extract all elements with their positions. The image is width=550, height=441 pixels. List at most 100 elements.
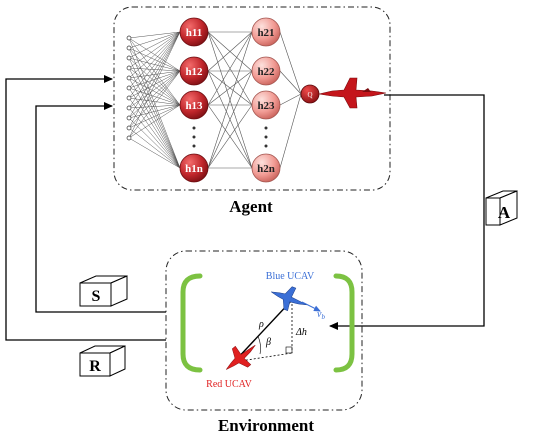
- input-connection: [128, 104, 181, 129]
- input-node: [126, 35, 132, 41]
- input-node: [126, 45, 132, 51]
- input-connection: [128, 47, 181, 106]
- action-box: [485, 190, 518, 226]
- input-connection: [128, 31, 181, 79]
- hidden-node-label: h11: [186, 27, 203, 39]
- input-connection: [128, 104, 181, 139]
- input-node: [126, 65, 132, 71]
- reward-box: [79, 345, 126, 377]
- input-node: [126, 85, 132, 91]
- state-box: [79, 275, 128, 307]
- hidden-node-label: h13: [185, 100, 203, 112]
- hidden-node-h13: h13: [179, 90, 209, 120]
- input-connection: [128, 47, 181, 72]
- input-connection: [128, 31, 181, 99]
- hidden-node-h23: h23: [251, 90, 281, 120]
- red-fighter-jet-icon: [318, 77, 387, 109]
- input-connection: [128, 31, 181, 129]
- left-bracket: [180, 273, 203, 373]
- action-label: A: [498, 203, 511, 222]
- red-fighter-jet-icon: [226, 344, 256, 370]
- input-connection: [128, 57, 181, 72]
- input-connection: [128, 57, 181, 169]
- input-connection: [128, 31, 181, 69]
- input-node: [126, 125, 132, 131]
- rho-symbol: ρ: [258, 319, 264, 330]
- output-connection: [279, 31, 302, 95]
- input-connection: [128, 104, 181, 119]
- velocity-blue-symbol: vb: [317, 309, 325, 321]
- hidden-node-label: h12: [185, 66, 203, 78]
- hidden-node-h21: h21: [251, 17, 281, 47]
- input-connection: [128, 67, 181, 106]
- input-connection: [128, 77, 181, 106]
- reward-label: R: [89, 358, 101, 375]
- input-connection: [128, 37, 181, 106]
- hidden-connection: [207, 31, 253, 72]
- input-node: [126, 95, 132, 101]
- input-connection: [128, 37, 181, 169]
- input-connection: [128, 57, 181, 106]
- input-node: [126, 55, 132, 61]
- red-ucav-label: Red UCAV: [206, 379, 252, 390]
- action-arrow: [329, 94, 485, 330]
- hidden-connection: [207, 31, 253, 169]
- input-connection: [128, 107, 181, 169]
- input-connection: [128, 31, 181, 49]
- input-connection: [128, 31, 181, 119]
- input-connection: [128, 127, 181, 169]
- hidden-node-h22: h22: [251, 56, 281, 86]
- hidden-node-h12: h12: [179, 56, 209, 86]
- hidden-connection: [207, 104, 253, 169]
- input-connection: [128, 87, 181, 106]
- input-connection: [128, 37, 181, 72]
- hidden-connection: [207, 31, 253, 106]
- input-node: [126, 115, 132, 121]
- hidden-connections: [207, 31, 302, 169]
- input-node: [126, 105, 132, 111]
- input-connection: [128, 31, 181, 39]
- input-connection: [128, 137, 181, 169]
- input-connection: [128, 31, 181, 139]
- agent-frame: [113, 6, 391, 191]
- right-bracket: [333, 273, 355, 373]
- input-connection: [128, 47, 181, 169]
- input-connection: [128, 67, 181, 72]
- reward-arrow: [5, 75, 166, 341]
- environment-label: Environment: [218, 416, 314, 435]
- input-connection: [128, 70, 181, 129]
- hidden-node-label: h1n: [185, 163, 203, 175]
- output-connection: [279, 70, 302, 95]
- ellipsis-layer-1: [192, 126, 196, 148]
- environment-frame: [165, 250, 363, 411]
- hidden-node-label: h21: [257, 27, 274, 39]
- blue-ucav-label: Blue UCAV: [266, 271, 315, 282]
- hidden-node-label: h22: [257, 66, 275, 78]
- hidden-connection: [207, 70, 253, 169]
- output-node-q: Q: [300, 84, 320, 104]
- input-connection: [128, 70, 181, 109]
- ellipsis-layer-2: [264, 126, 268, 148]
- input-connection: [128, 77, 181, 169]
- beta-symbol: β: [265, 337, 271, 348]
- agent-label: Agent: [229, 197, 273, 216]
- state-label: S: [92, 288, 101, 305]
- input-connection: [128, 70, 181, 139]
- hidden-node-label: h23: [257, 100, 275, 112]
- input-layer: [126, 31, 181, 169]
- hidden-node-h2n: h2n: [251, 153, 281, 183]
- input-connection: [128, 87, 181, 169]
- hidden-node-h11: h11: [179, 17, 209, 47]
- output-connection: [279, 93, 302, 106]
- hidden-node-h1n: h1n: [179, 153, 209, 183]
- output-node-label: Q: [307, 91, 312, 99]
- input-connection: [128, 70, 181, 119]
- input-connection: [128, 117, 181, 169]
- input-connection: [128, 31, 181, 59]
- input-node: [126, 75, 132, 81]
- delta-h-symbol: Δh: [295, 327, 307, 338]
- input-connection: [128, 104, 181, 109]
- input-connection: [128, 31, 181, 89]
- input-node: [126, 135, 132, 141]
